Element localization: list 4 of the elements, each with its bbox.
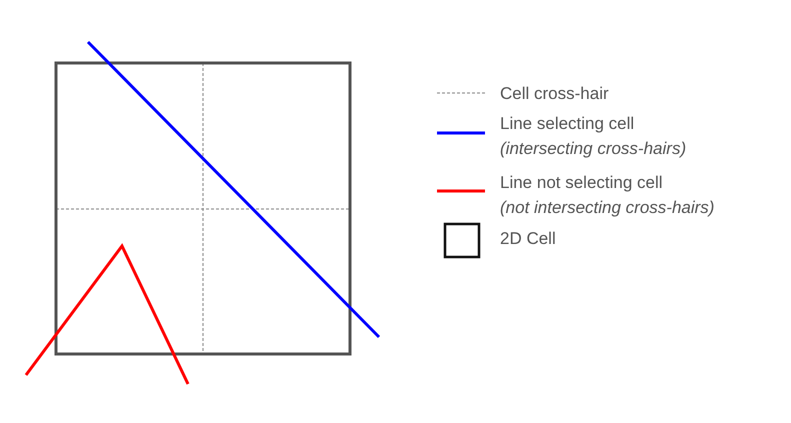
legend-text: 2D Cell <box>500 228 557 250</box>
legend-text: Line selecting cell (intersecting cross-hairs) <box>500 113 688 160</box>
legend-text: Cell cross-hair <box>500 83 610 105</box>
legend-text: Line not selecting cell (not intersecting cross-hairs) <box>500 172 716 219</box>
